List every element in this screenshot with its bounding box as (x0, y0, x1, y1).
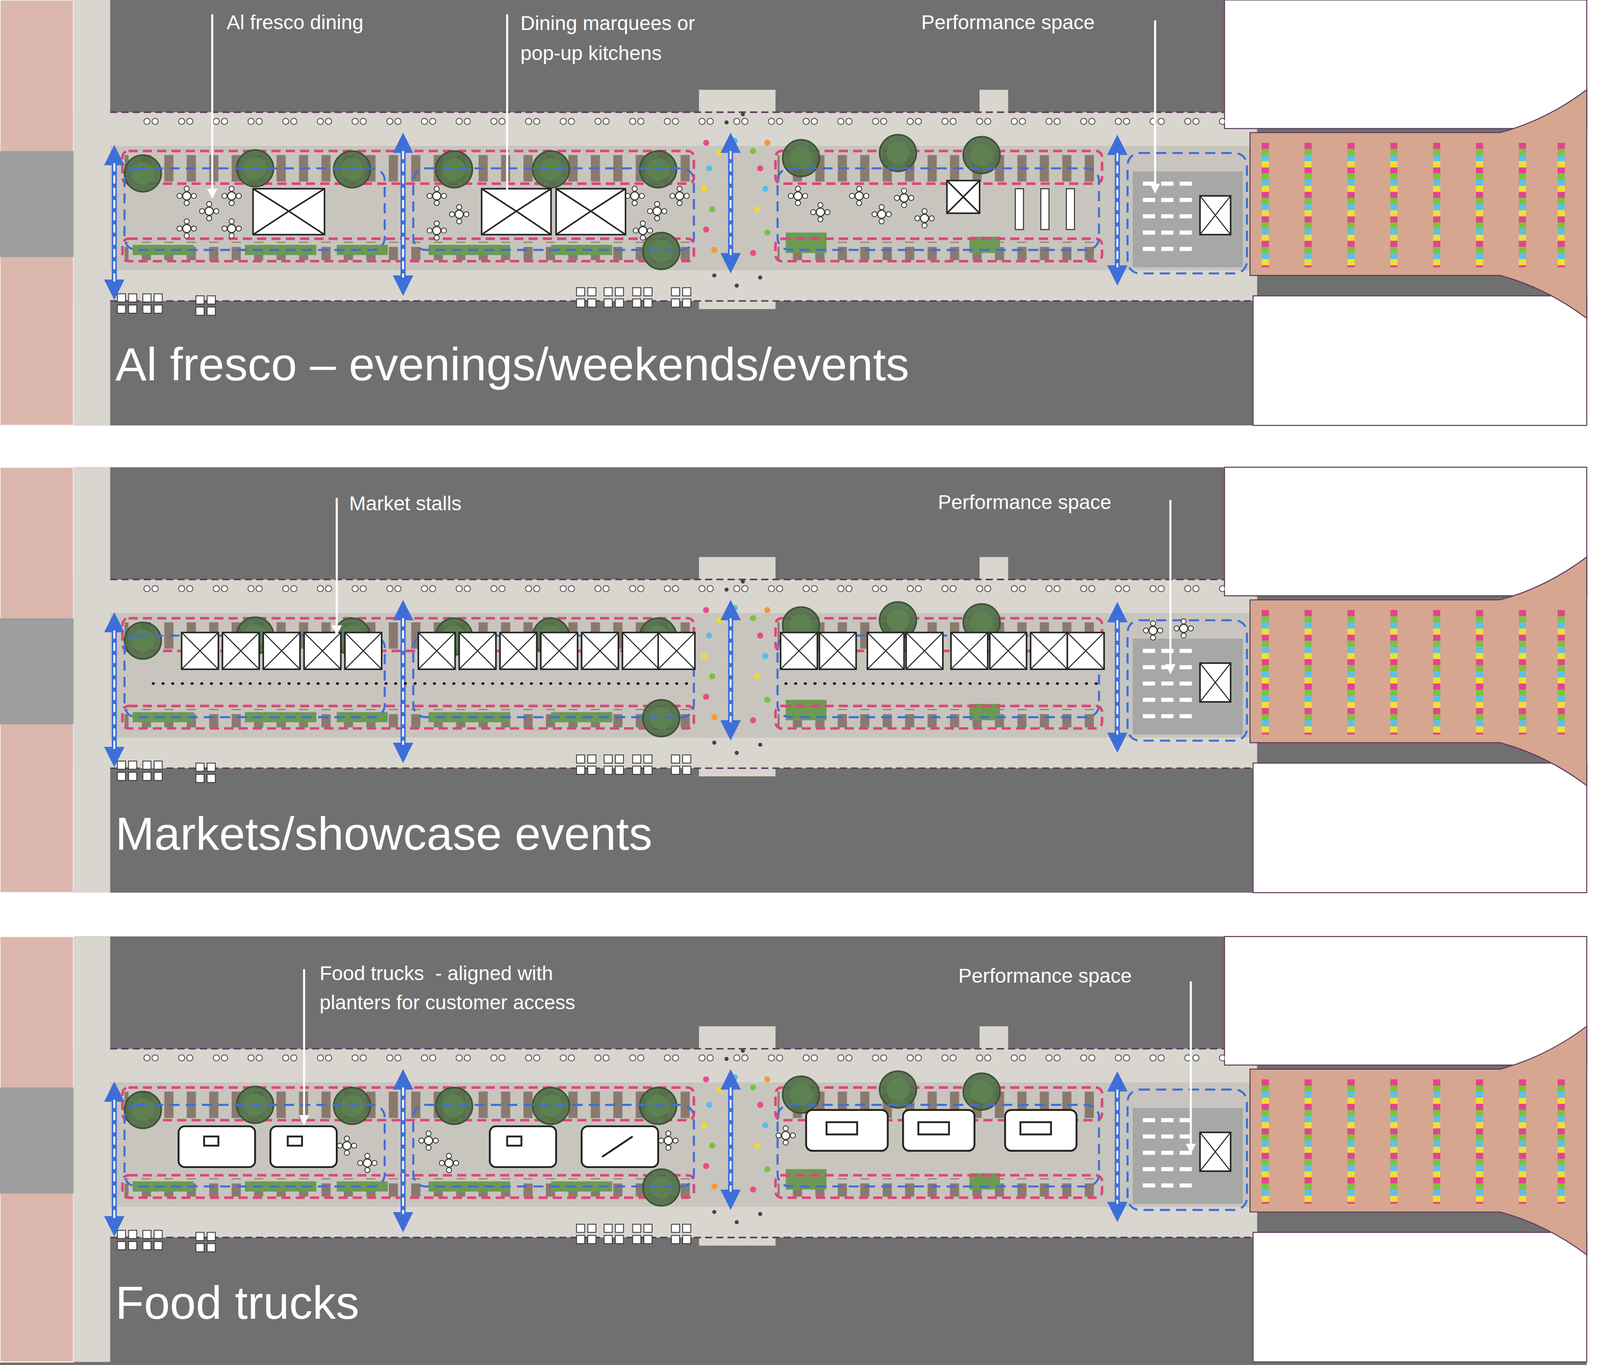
food-trucks-plan (0, 936, 1587, 1365)
truck-tables (337, 1126, 796, 1174)
callout-label: Performance space (921, 8, 1095, 37)
panel-title: Markets/showcase events (115, 806, 653, 863)
callout-label: Food trucks - aligned with planters for … (319, 959, 628, 1018)
dining-tables (177, 186, 1075, 241)
dining-marquees (252, 180, 980, 235)
callout-label: Al fresco dining (226, 8, 364, 37)
market-stalls (152, 618, 1194, 684)
panel-title: Food trucks (115, 1275, 360, 1332)
callout-label: Dining marquees or pop-up kitchens (520, 8, 738, 69)
callout-label: Performance space (958, 962, 1132, 990)
callout-label: Performance space (937, 488, 1112, 517)
callout-label: Market stalls (349, 489, 462, 518)
panel-title: Al fresco – evenings/weekends/events (115, 336, 910, 393)
leader-lines (212, 14, 1155, 200)
food-trucks (178, 1110, 1077, 1168)
al-fresco-plan (0, 0, 1587, 426)
leader-lines (336, 497, 1171, 670)
markets-plan (0, 467, 1587, 893)
